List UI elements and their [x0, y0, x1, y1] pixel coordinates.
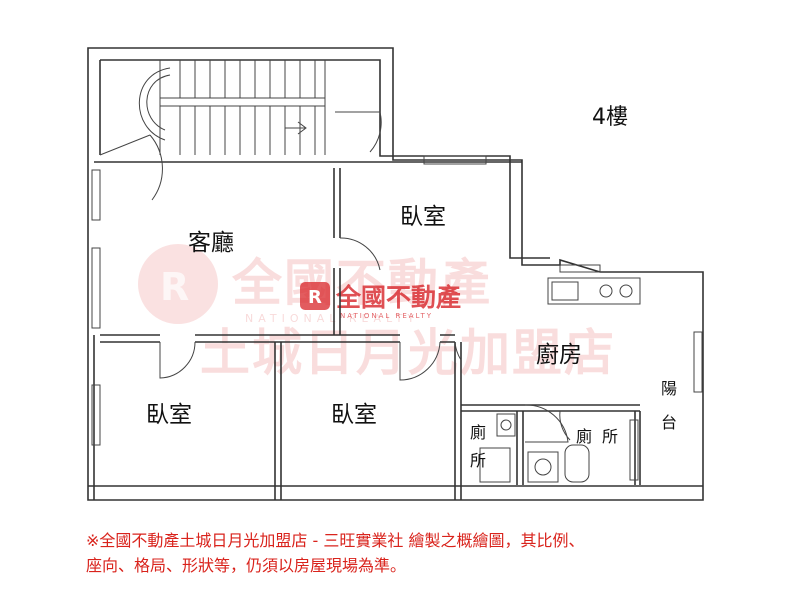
room-bath-right-label-2: 所	[602, 427, 618, 446]
watermark-brand-sub: NATIONAL REALTY	[245, 312, 419, 325]
doors	[159, 237, 571, 443]
watermark-brand-mid: 全國不動產	[335, 283, 461, 312]
interior-walls	[88, 161, 703, 500]
room-bath-right-label-1: 廁	[576, 427, 592, 446]
bath-fixtures	[479, 413, 590, 483]
room-bath-left-label-1: 廁	[470, 423, 486, 442]
watermark-logo-icon	[138, 244, 218, 324]
disclaimer: ※全國不動產土城日月光加盟店 - 三旺實業社 繪製之概繪圖，其比例、 座向、格局…	[86, 528, 766, 578]
floor-label: 4樓	[592, 105, 628, 130]
stove-burner-icon	[619, 284, 633, 298]
disclaimer-line-1: ※全國不動產土城日月光加盟店 - 三旺實業社 繪製之概繪圖，其比例、	[86, 531, 585, 550]
disclaimer-line-2: 座向、格局、形狀等，仍須以房屋現場為準。	[86, 556, 407, 575]
sink-icon	[534, 458, 552, 476]
kitchen-counter	[547, 277, 641, 305]
room-kitchen-label: 廚房	[536, 342, 582, 368]
watermark: R 全國不動產 NATIONAL REALTY 土城日月光加盟店 R 全國不動產…	[138, 244, 616, 382]
staircase	[99, 60, 382, 201]
room-bedroom-mid-label: 臥室	[331, 402, 377, 428]
room-bedroom-top-label: 臥室	[400, 204, 446, 230]
room-balcony-label-2: 台	[661, 413, 677, 432]
windows	[91, 155, 703, 481]
watermark-branch: 土城日月光加盟店	[200, 324, 616, 382]
stove-burner-icon	[599, 284, 613, 298]
room-bedroom-left-label: 臥室	[146, 402, 192, 428]
watermark-brand-mid-sub: NATIONAL REALTY	[340, 312, 433, 320]
watermark-logo-glyph: R	[160, 265, 189, 309]
watermark-mid-logo-icon	[300, 282, 330, 310]
floor-plan: R 全國不動產 NATIONAL REALTY 土城日月光加盟店 R 全國不動產…	[87, 47, 704, 501]
sink-icon	[500, 419, 512, 431]
room-balcony-label-1: 陽	[661, 379, 677, 398]
watermark-mid-logo-glyph: R	[308, 287, 322, 308]
watermark-brand: 全國不動產	[231, 254, 492, 312]
room-living-label: 客廳	[188, 230, 234, 256]
room-bath-left-label-2: 所	[470, 451, 486, 470]
